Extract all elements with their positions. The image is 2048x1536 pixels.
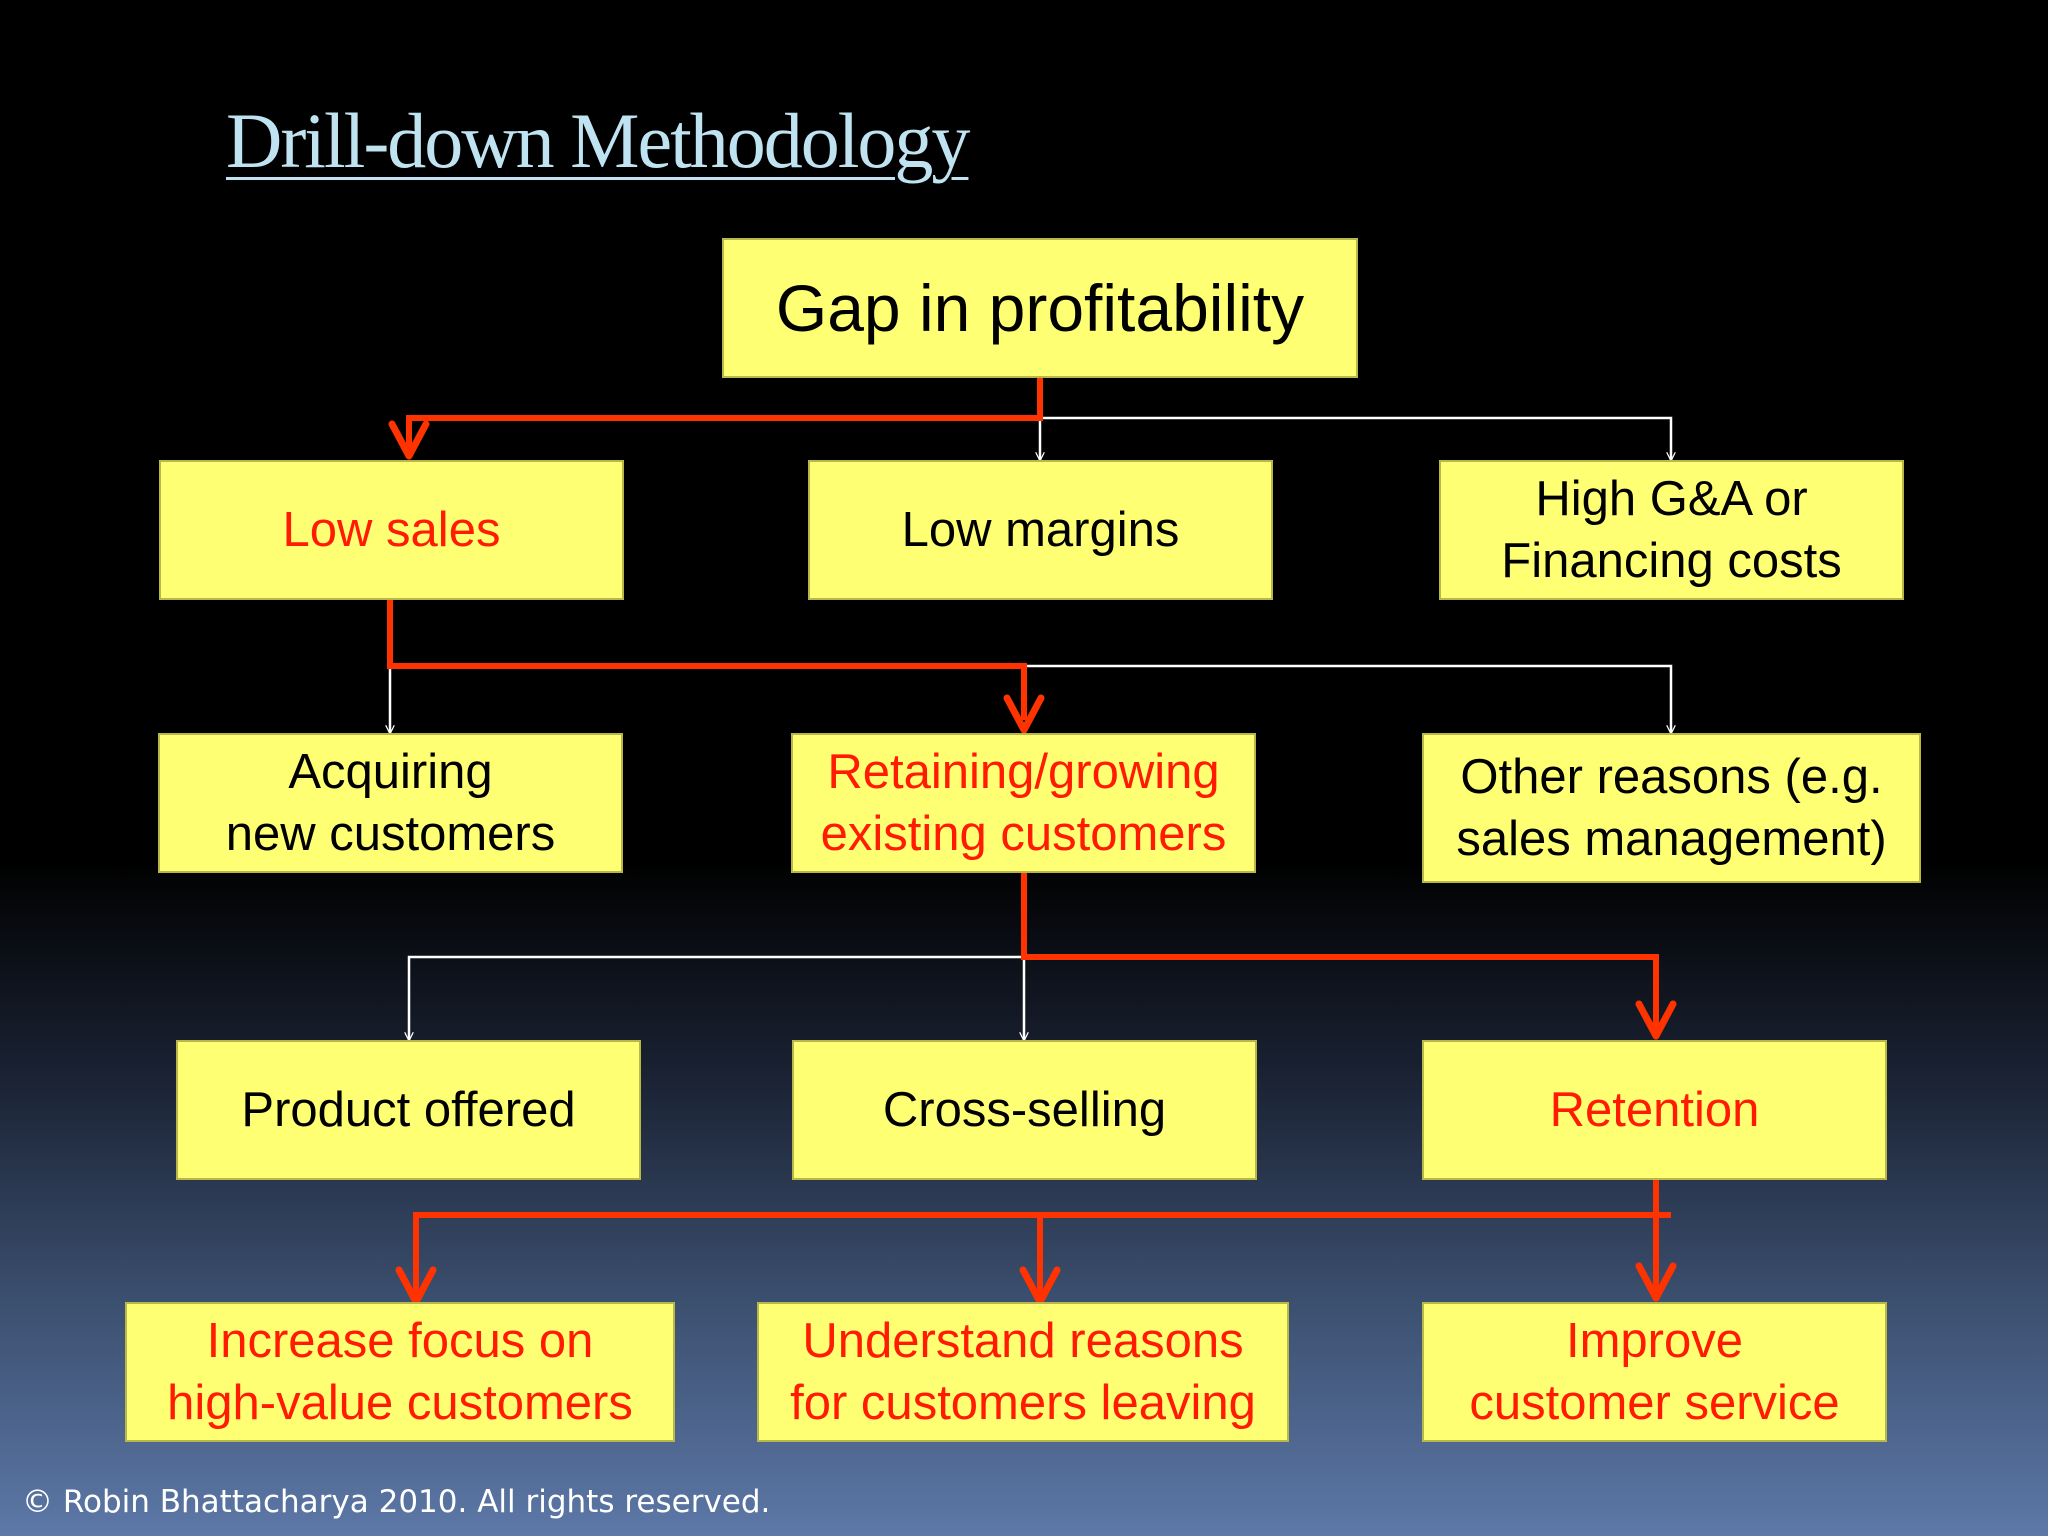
node-understand-reasons: Understand reasons for customers leaving [757,1302,1289,1442]
node-label: Other reasons (e.g. sales management) [1456,750,1887,866]
node-label: Retaining/growing existing customers [820,745,1227,861]
connector-sales-retaining [387,598,1027,720]
node-label: Retention [1549,1083,1760,1137]
node-label: High G&A or Financing costs [1501,472,1842,588]
copyright-footer: © Robin Bhattacharya 2010. All rights re… [22,1484,771,1520]
connector-retaining-retention [1021,872,1659,1028]
node-label: Understand reasons for customers leaving [790,1314,1256,1430]
arrowhead-low-sales [388,420,430,460]
arrowhead-improve [1635,1262,1677,1302]
connector-sales-other [1024,664,1671,733]
node-acquiring-new-customers: Acquiring new customers [158,733,623,873]
node-gap-in-profitability: Gap in profitability [722,238,1358,378]
node-increase-focus: Increase focus on high-value customers [125,1302,675,1442]
connector-retention-focus [413,1212,1671,1295]
node-label: Product offered [241,1083,576,1137]
node-retaining-growing: Retaining/growing existing customers [791,733,1256,873]
node-low-margins: Low margins [808,460,1273,600]
connector-retaining-product [409,955,1024,1040]
node-label: Cross-selling [882,1083,1167,1137]
connector-root-high-ga [1040,416,1671,460]
node-improve-service: Improve customer service [1422,1302,1887,1442]
node-label: Acquiring new customers [225,745,556,861]
node-low-sales: Low sales [159,460,624,600]
node-other-reasons: Other reasons (e.g. sales management) [1422,733,1921,883]
arrowhead-retention [1635,1000,1677,1040]
node-label: Low sales [282,503,501,557]
node-product-offered: Product offered [176,1040,641,1180]
node-label: Low margins [901,503,1180,557]
arrowhead-retaining [1003,694,1045,734]
node-high-ga-financing: High G&A or Financing costs [1439,460,1904,600]
node-label: Increase focus on high-value customers [167,1314,633,1430]
node-cross-selling: Cross-selling [792,1040,1257,1180]
connector-root-low-sales [406,378,1043,450]
node-label: Improve customer service [1469,1314,1840,1430]
slide-title: Drill-down Methodology [226,97,970,184]
node-retention: Retention [1422,1040,1887,1180]
node-label: Gap in profitability [775,271,1305,345]
